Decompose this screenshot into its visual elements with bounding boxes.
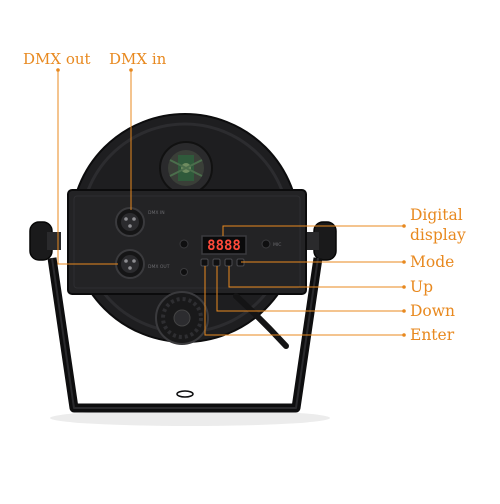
label-dmx-out: DMX out (23, 50, 91, 68)
up-button[interactable] (224, 258, 233, 267)
left-knob (29, 221, 61, 261)
right-knob (305, 221, 337, 261)
label-dmx-in: DMX in (109, 50, 167, 68)
dmx-in-jack-text: DMX IN (148, 210, 165, 216)
label-enter: Enter (410, 326, 455, 344)
callout-line-down (216, 266, 404, 312)
callout-dots (56, 68, 406, 337)
callout-lines (57, 70, 404, 336)
enter-button[interactable] (200, 258, 209, 267)
power-cable (233, 293, 289, 349)
label-up: Up (410, 278, 433, 296)
dmx-in-jack (115, 207, 145, 237)
callout-line-enter (204, 266, 404, 336)
mounting-bracket (47, 257, 323, 413)
top-fan-board (159, 141, 213, 195)
label-digital: Digital (410, 206, 463, 224)
mic-left-icon (179, 239, 189, 249)
mic-text: MIC (273, 242, 281, 248)
dmx-out-jack-text: DMX OUT (148, 264, 170, 270)
label-mode: Mode (410, 253, 455, 271)
callout-line-digital-display (222, 225, 404, 236)
callout-line-up (228, 266, 404, 288)
callout-line-dmx-out (57, 70, 118, 265)
dmx-out-jack (115, 249, 145, 279)
bottom-fan (155, 291, 209, 345)
led-display (201, 235, 247, 255)
label-down: Down (410, 302, 456, 320)
mic-right-icon (261, 239, 271, 249)
indicator-icon (180, 268, 188, 276)
label-display: display (410, 226, 466, 244)
down-button[interactable] (212, 258, 221, 267)
led-display-digits: 8888 (207, 238, 241, 254)
floor-shadow (50, 410, 330, 426)
